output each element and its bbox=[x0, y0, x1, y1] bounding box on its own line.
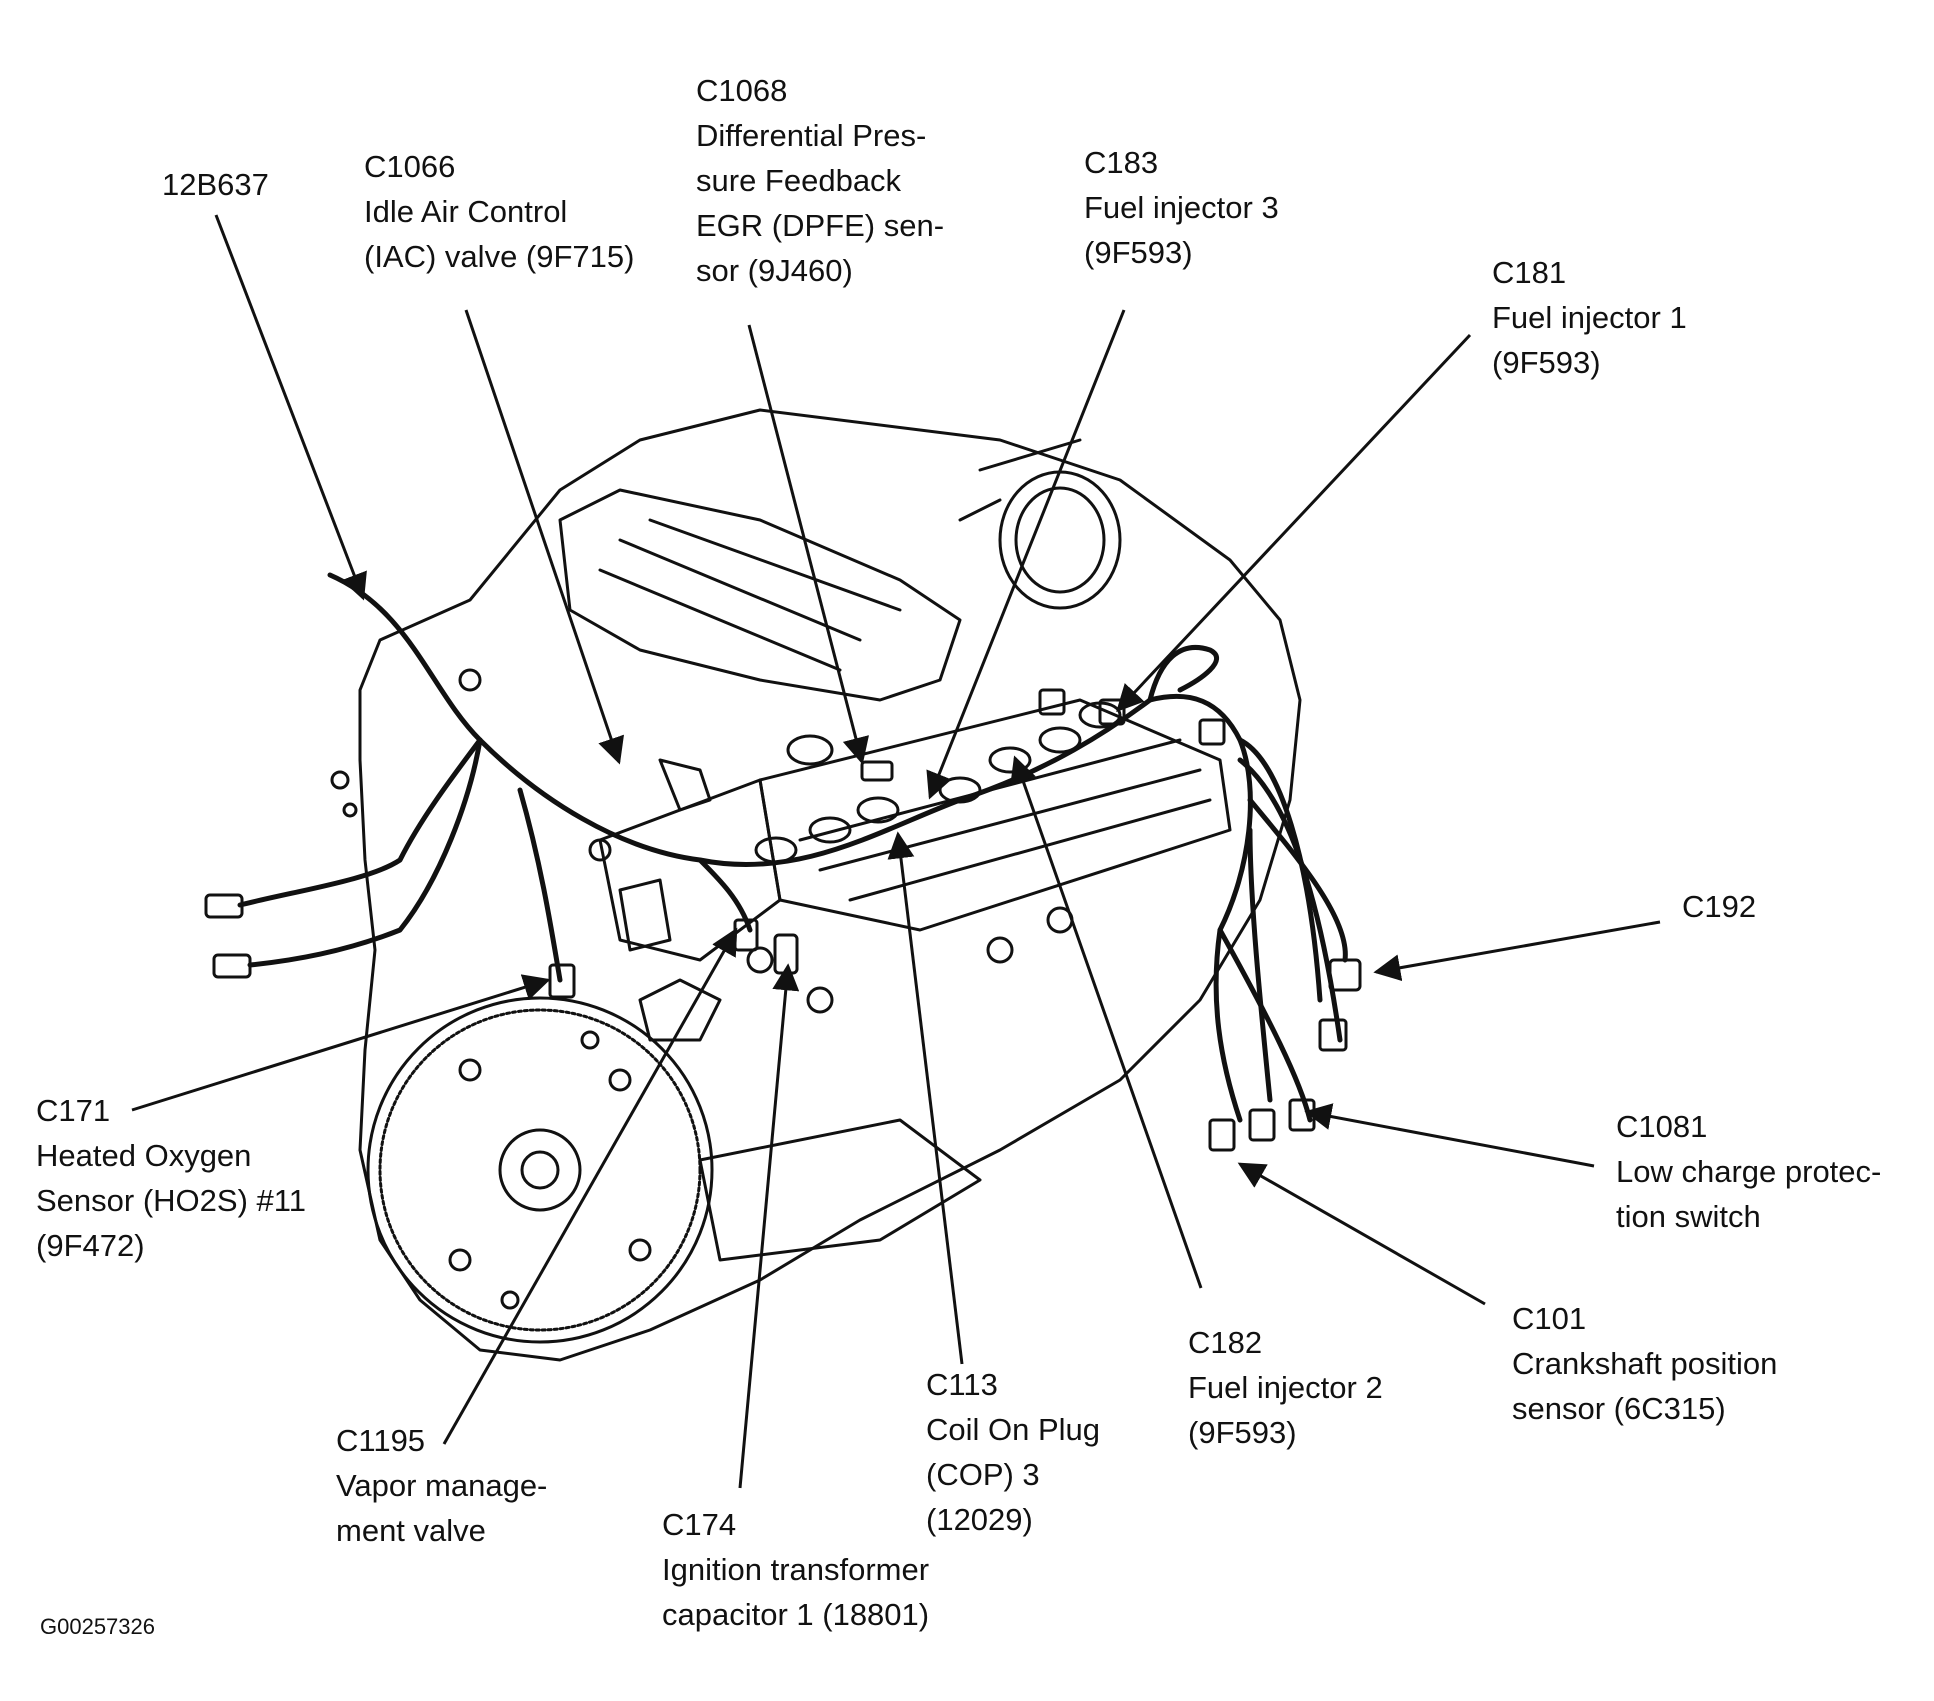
leader-c181 bbox=[1116, 333, 1472, 712]
leader-c101 bbox=[1237, 1162, 1486, 1306]
flywheel bbox=[366, 996, 714, 1344]
label-c192: C192 bbox=[1682, 884, 1756, 929]
label-c171-ho2s: C171 Heated Oxygen Sensor (HO2S) #11 (9F… bbox=[36, 1088, 306, 1268]
callout-id: C1068 bbox=[696, 73, 788, 108]
callout-id: C1081 bbox=[1616, 1109, 1708, 1144]
leader-c1081 bbox=[1304, 1103, 1595, 1168]
callout-line: Fuel injector 1 bbox=[1492, 300, 1687, 335]
leader-c171 bbox=[131, 974, 551, 1112]
label-c182-fuel-injector-2: C182 Fuel injector 2 (9F593) bbox=[1188, 1320, 1383, 1455]
callout-line: (9F593) bbox=[1084, 235, 1193, 270]
callout-line: Fuel injector 3 bbox=[1084, 190, 1279, 225]
callout-line: sure Feedback bbox=[696, 163, 902, 198]
leader-c1195 bbox=[442, 927, 738, 1445]
figure-id: G00257326 bbox=[40, 1614, 155, 1639]
leader-c1068 bbox=[747, 324, 869, 765]
leader-c113 bbox=[887, 831, 964, 1365]
callout-id: C101 bbox=[1512, 1301, 1587, 1336]
leader-12b637 bbox=[214, 214, 367, 601]
callout-line: sensor (6C315) bbox=[1512, 1391, 1726, 1426]
connectors bbox=[204, 688, 1362, 1152]
callout-line: (COP) 3 bbox=[926, 1457, 1040, 1492]
callout-id: C182 bbox=[1188, 1325, 1263, 1360]
callout-line: sor (9J460) bbox=[696, 253, 853, 288]
label-c101-crankshaft-sensor: C101 Crankshaft position sensor (6C315) bbox=[1512, 1296, 1777, 1431]
label-c1068-dpfe-sensor: C1068 Differential Pres- sure Feedback E… bbox=[696, 68, 944, 293]
callout-id: C174 bbox=[662, 1507, 737, 1542]
label-c174-ignition-capacitor: C174 Ignition transformer capacitor 1 (1… bbox=[662, 1502, 929, 1637]
leader-c183 bbox=[926, 309, 1126, 800]
callout-line: Heated Oxygen bbox=[36, 1138, 252, 1173]
label-c113-coil-on-plug: C113 Coil On Plug (COP) 3 (12029) bbox=[926, 1362, 1100, 1542]
intake-manifold bbox=[558, 488, 962, 702]
callout-id: C183 bbox=[1084, 145, 1159, 180]
callout-line: Low charge protec- bbox=[1616, 1154, 1882, 1189]
callout-line: Ignition transformer bbox=[662, 1552, 930, 1587]
callout-line: Fuel injector 2 bbox=[1188, 1370, 1383, 1405]
engine-block-outline bbox=[358, 408, 1302, 1362]
label-12b637: 12B637 bbox=[162, 162, 269, 207]
callout-line: Crankshaft position bbox=[1512, 1346, 1778, 1381]
callout-id: C181 bbox=[1492, 255, 1567, 290]
callout-id: C113 bbox=[926, 1367, 998, 1402]
air-cleaner-housing bbox=[998, 470, 1122, 610]
leader-c174 bbox=[738, 963, 800, 1489]
callout-line: Differential Pres- bbox=[696, 118, 927, 153]
callout-line: EGR (DPFE) sen- bbox=[696, 208, 945, 243]
callout-id: C171 bbox=[36, 1093, 111, 1128]
callout-line: 12B637 bbox=[162, 167, 269, 202]
label-c181-fuel-injector-1: C181 Fuel injector 1 (9F593) bbox=[1492, 250, 1687, 385]
label-c183-fuel-injector-3: C183 Fuel injector 3 (9F593) bbox=[1084, 140, 1279, 275]
callout-line: (9F593) bbox=[1492, 345, 1601, 380]
callout-line: Coil On Plug bbox=[926, 1412, 1101, 1447]
label-c1195-vapor-valve: C1195 Vapor manage- ment valve bbox=[336, 1418, 547, 1553]
callout-line: (9F472) bbox=[36, 1228, 145, 1263]
callout-line: tion switch bbox=[1616, 1199, 1761, 1234]
label-c1066-iac-valve: C1066 Idle Air Control (IAC) valve (9F71… bbox=[364, 144, 634, 279]
wiring-harness bbox=[237, 572, 1348, 1123]
callout-line: Idle Air Control bbox=[364, 194, 568, 229]
leader-c192 bbox=[1373, 920, 1661, 982]
callout-line: (IAC) valve (9F715) bbox=[364, 239, 635, 274]
leader-c182 bbox=[1010, 755, 1203, 1289]
callout-line: (9F593) bbox=[1188, 1415, 1297, 1450]
callout-line: Vapor manage- bbox=[336, 1468, 548, 1503]
callout-id: C1066 bbox=[364, 149, 456, 184]
label-c1081-low-charge-switch: C1081 Low charge protec- tion switch bbox=[1616, 1104, 1881, 1239]
callout-line: Sensor (HO2S) #11 bbox=[36, 1183, 306, 1218]
callout-id: C192 bbox=[1682, 889, 1757, 924]
leader-c1066 bbox=[464, 309, 624, 765]
callout-line: (12029) bbox=[926, 1502, 1033, 1537]
callout-line: capacitor 1 (18801) bbox=[662, 1597, 930, 1632]
callout-line: ment valve bbox=[336, 1513, 486, 1548]
callout-id: C1195 bbox=[336, 1423, 426, 1458]
